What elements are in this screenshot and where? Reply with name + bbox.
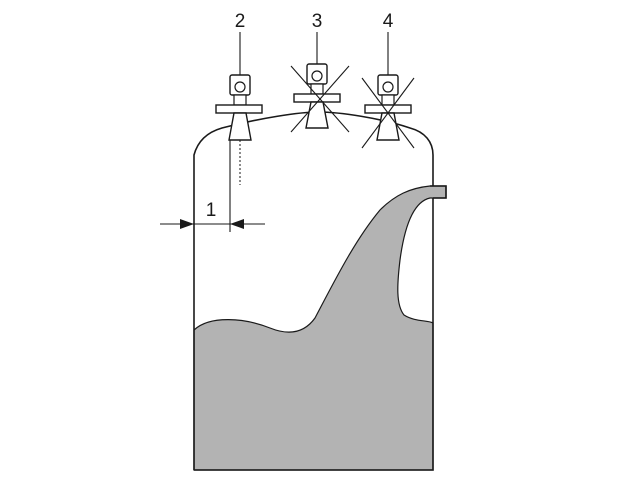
sensor-2-neck [233,94,247,106]
medium-fill [193,185,447,471]
sensor-2-display [234,81,246,93]
inflow-pipe [430,185,447,199]
sensor-2: 2 [215,11,263,185]
sensor-2-flange [215,104,263,114]
dimension-arrow-left [180,219,194,229]
sensor-4-flange [364,104,412,114]
sensor-3-display [311,70,323,82]
sensor-3-neck [310,83,324,95]
cross-mark-icon [290,65,350,133]
sensor-2-horn-antenna [228,112,252,141]
sensor-3: 3 [290,11,350,133]
sensor-4: 4 [361,11,415,149]
cross-mark-icon [361,77,415,149]
sensor-3-horn-antenna [305,101,329,129]
sensor-4-horn-antenna [376,112,400,141]
callout-2: 2 [235,11,246,32]
callout-1: 1 [206,200,217,221]
sensor-4-display [382,81,394,93]
sensor-4-neck [381,94,395,106]
callout-3: 3 [312,11,323,32]
dimension-arrow-right [230,219,244,229]
callout-4: 4 [383,11,394,32]
wall-distance-dimension: 1 [160,140,265,232]
